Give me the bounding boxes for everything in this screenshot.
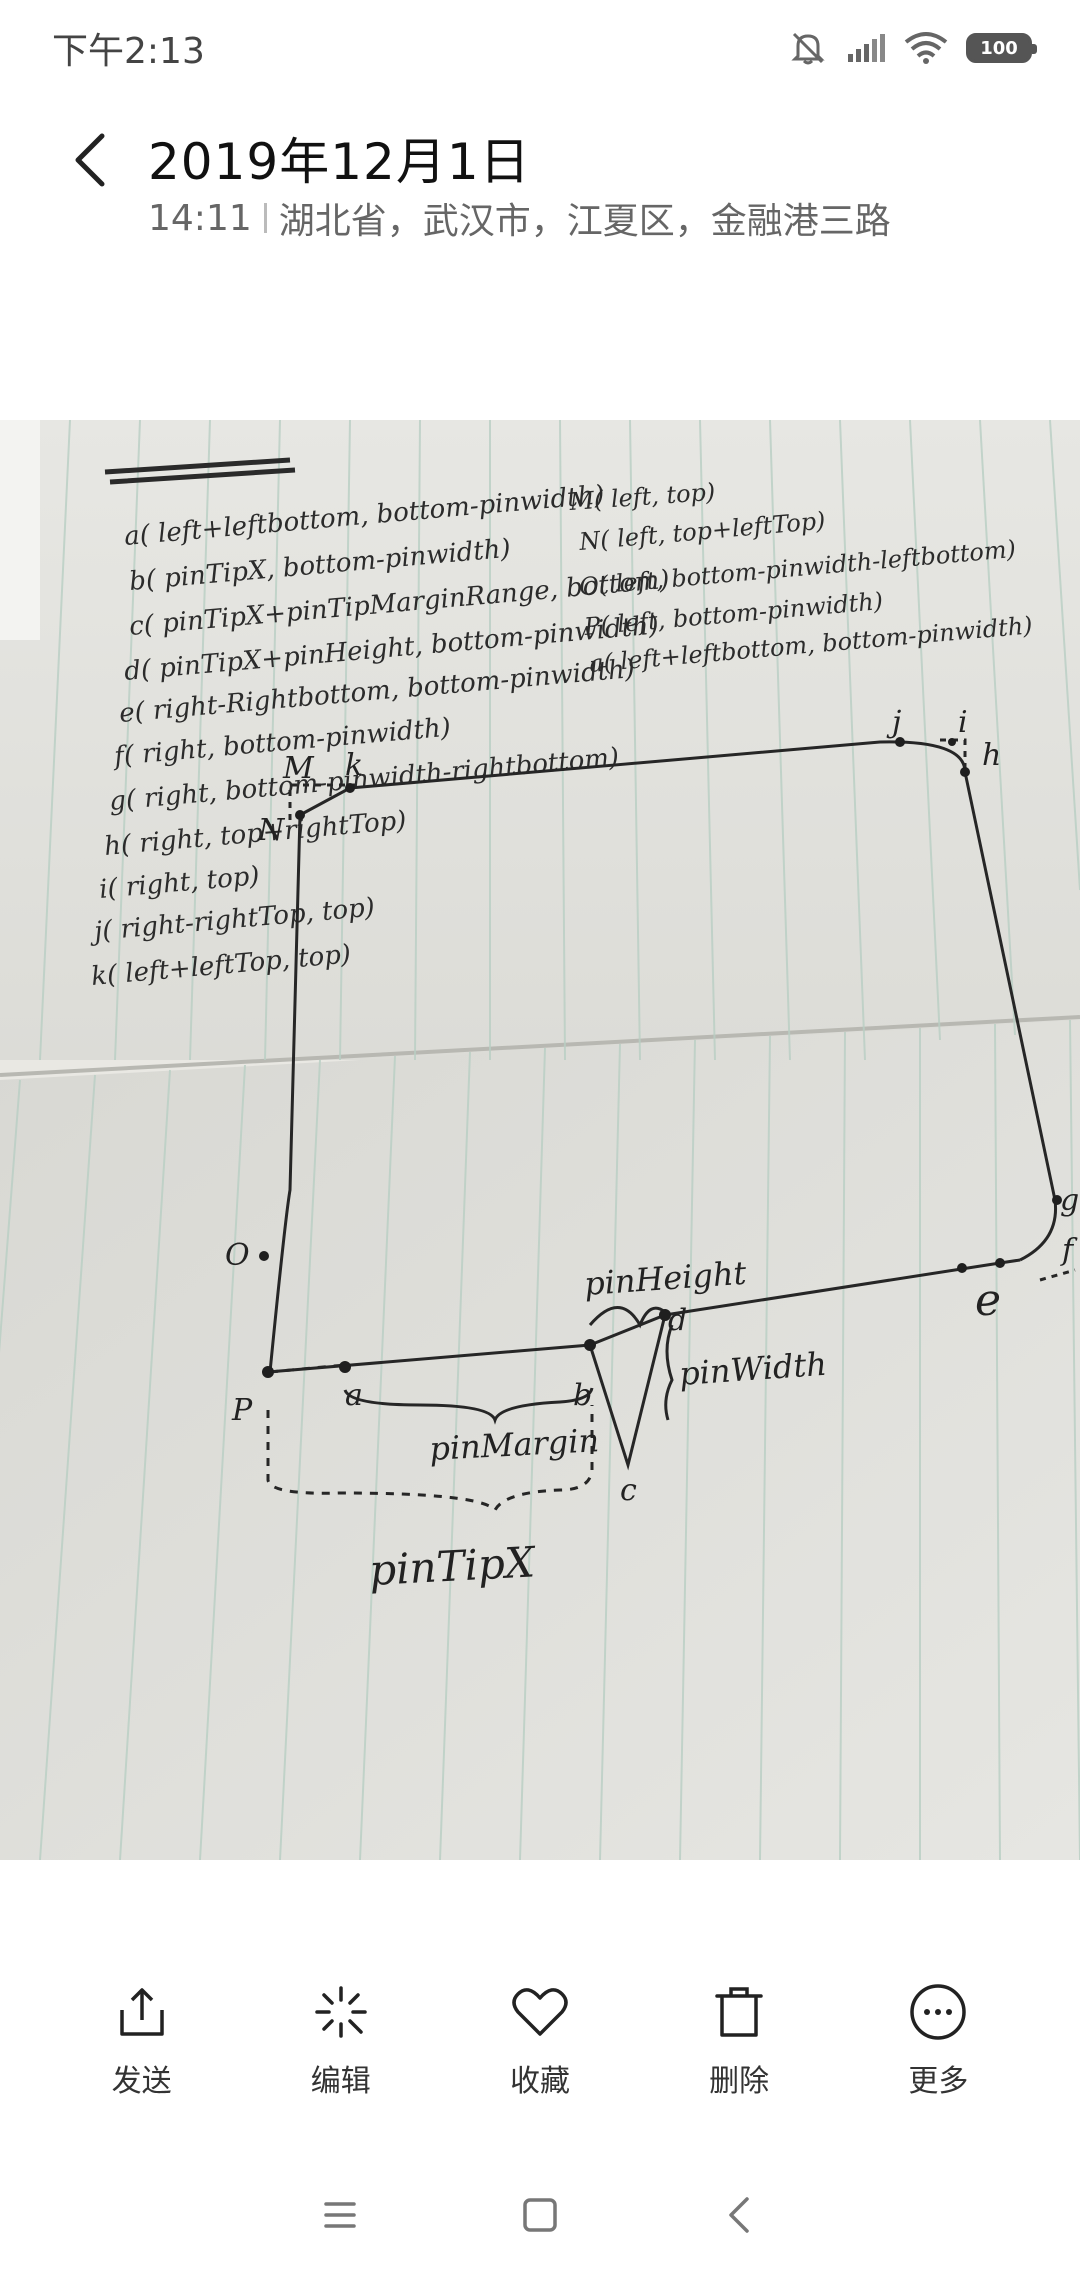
label-e: e (975, 1275, 1001, 1326)
favorite-button[interactable]: 收藏 (460, 1980, 620, 2120)
label-h: h (982, 738, 1001, 773)
mute-icon (788, 30, 828, 66)
photo-location[interactable]: 湖北省，武汉市，江夏区，金融港三路 (278, 201, 891, 242)
label-p: P (231, 1393, 253, 1428)
label-a: a (345, 1378, 363, 1413)
send-button[interactable]: 发送 (62, 1980, 222, 2120)
status-icons: 100 (788, 30, 1037, 66)
label-k: k (345, 748, 363, 783)
label-m: M (282, 751, 315, 786)
back-nav-button[interactable] (710, 2185, 770, 2245)
status-bar: 下午2:13 (0, 0, 1080, 96)
back-arrow-icon (75, 133, 105, 187)
photo-action-toolbar: 发送 编辑 (0, 1980, 1080, 2120)
battery-icon: 100 (966, 33, 1037, 63)
trash-icon (707, 1980, 771, 2044)
back-button[interactable] (50, 120, 130, 200)
label-c: c (620, 1473, 637, 1508)
photo-time: 14:11 (148, 197, 252, 239)
wifi-icon (904, 31, 948, 65)
photo-date-title: 2019年12月1日 (148, 133, 531, 191)
label-i: i (958, 705, 968, 740)
label-n: N (257, 813, 286, 848)
notebook-photo: a( left+leftbottom, bottom-pinwidth) b( … (0, 420, 1080, 1860)
meta-divider (263, 203, 267, 233)
share-icon (110, 1980, 174, 2044)
label-b: b (573, 1378, 592, 1413)
delete-label: 删除 (709, 2064, 770, 2099)
label-pin-margin: pinMargin (428, 1421, 600, 1468)
menu-icon (324, 2202, 356, 2228)
heart-icon (508, 1980, 572, 2044)
more-label: 更多 (908, 2064, 969, 2099)
system-navigation-bar (0, 2170, 1080, 2260)
photo-image[interactable]: a( left+leftbottom, bottom-pinwidth) b( … (0, 420, 1080, 1860)
delete-button[interactable]: 删除 (659, 1980, 819, 2120)
home-button[interactable] (510, 2185, 570, 2245)
signal-icon (846, 32, 886, 64)
label-d: d (668, 1303, 687, 1338)
favorite-label: 收藏 (509, 2064, 570, 2099)
photo-meta: 14:11 湖北省，武汉市，江夏区，金融港三路 (148, 192, 891, 244)
menu-button[interactable] (310, 2185, 370, 2245)
label-g: g (1060, 1183, 1079, 1218)
edit-sparkle-icon (309, 1980, 373, 2044)
home-icon (523, 2198, 557, 2232)
photo-header: 2019年12月1日 14:11 湖北省，武汉市，江夏区，金融港三路 (0, 110, 1080, 250)
more-button[interactable]: 更多 (858, 1980, 1018, 2120)
label-o: O (225, 1238, 250, 1273)
edit-label: 编辑 (310, 2064, 371, 2099)
more-icon (906, 1980, 970, 2044)
label-pin-tip-x: pinTipX (368, 1537, 538, 1595)
send-label: 发送 (111, 2064, 172, 2099)
edit-button[interactable]: 编辑 (261, 1980, 421, 2120)
status-time: 下午2:13 (52, 31, 205, 72)
back-nav-icon (729, 2197, 749, 2233)
